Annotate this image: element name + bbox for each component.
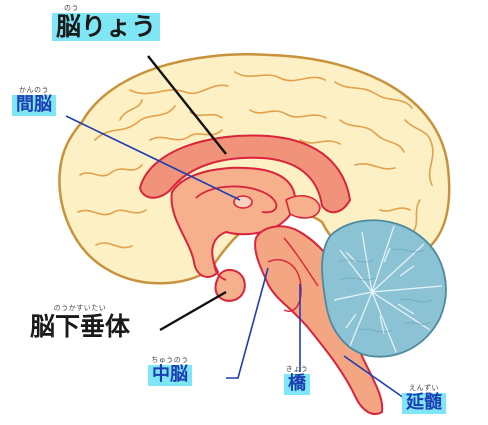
text-medulla: 延髄 bbox=[402, 393, 446, 414]
label-corpus-callosum: のう 脳りょう bbox=[52, 4, 160, 41]
leader-pituitary bbox=[160, 292, 226, 330]
label-diencephalon: かんのう 間脳 bbox=[12, 86, 56, 116]
text-corpus-callosum: 脳りょう bbox=[52, 13, 160, 41]
label-midbrain: ちゅうのう 中脳 bbox=[148, 356, 192, 386]
label-pituitary: のうかすいたい 脳下垂体 bbox=[26, 304, 134, 341]
label-medulla: えんずい 延髄 bbox=[402, 384, 446, 414]
text-diencephalon: 間脳 bbox=[12, 95, 56, 116]
label-pons: きょう 橋 bbox=[284, 365, 310, 395]
text-pons: 橋 bbox=[284, 374, 310, 395]
text-midbrain: 中脳 bbox=[148, 365, 192, 386]
text-pituitary: 脳下垂体 bbox=[26, 313, 134, 341]
pineal-area bbox=[286, 196, 320, 218]
